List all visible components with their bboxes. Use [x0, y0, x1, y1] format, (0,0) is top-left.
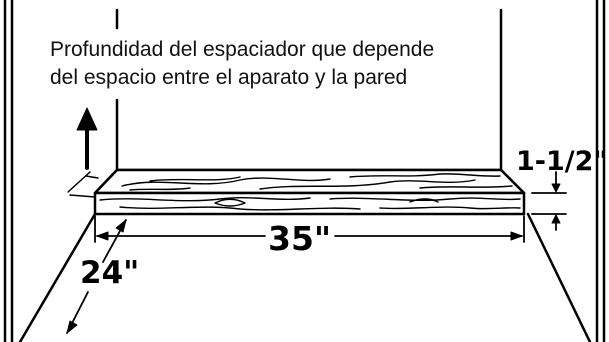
length-label: 35" — [268, 219, 332, 258]
cabinet-right-wall — [595, 0, 606, 342]
up-arrow-head-icon — [76, 107, 98, 131]
spacer-depth-caption: Profundidad del espaciador que depende d… — [50, 36, 510, 92]
wood-grain — [99, 173, 521, 211]
cabinet-left-wall — [3, 0, 14, 342]
depth-label: 24" — [80, 255, 140, 291]
floor-edges — [18, 212, 592, 342]
caption-line-2: del espacio entre el aparato y la pared — [50, 66, 408, 89]
depth-ref-marker — [67, 171, 99, 198]
length-dimension-line — [94, 215, 525, 243]
caption-line-1: Profundidad del espaciador que depende — [50, 38, 435, 61]
thickness-dimension-line — [531, 171, 567, 231]
thickness-label: 1-1/2" — [516, 146, 608, 177]
